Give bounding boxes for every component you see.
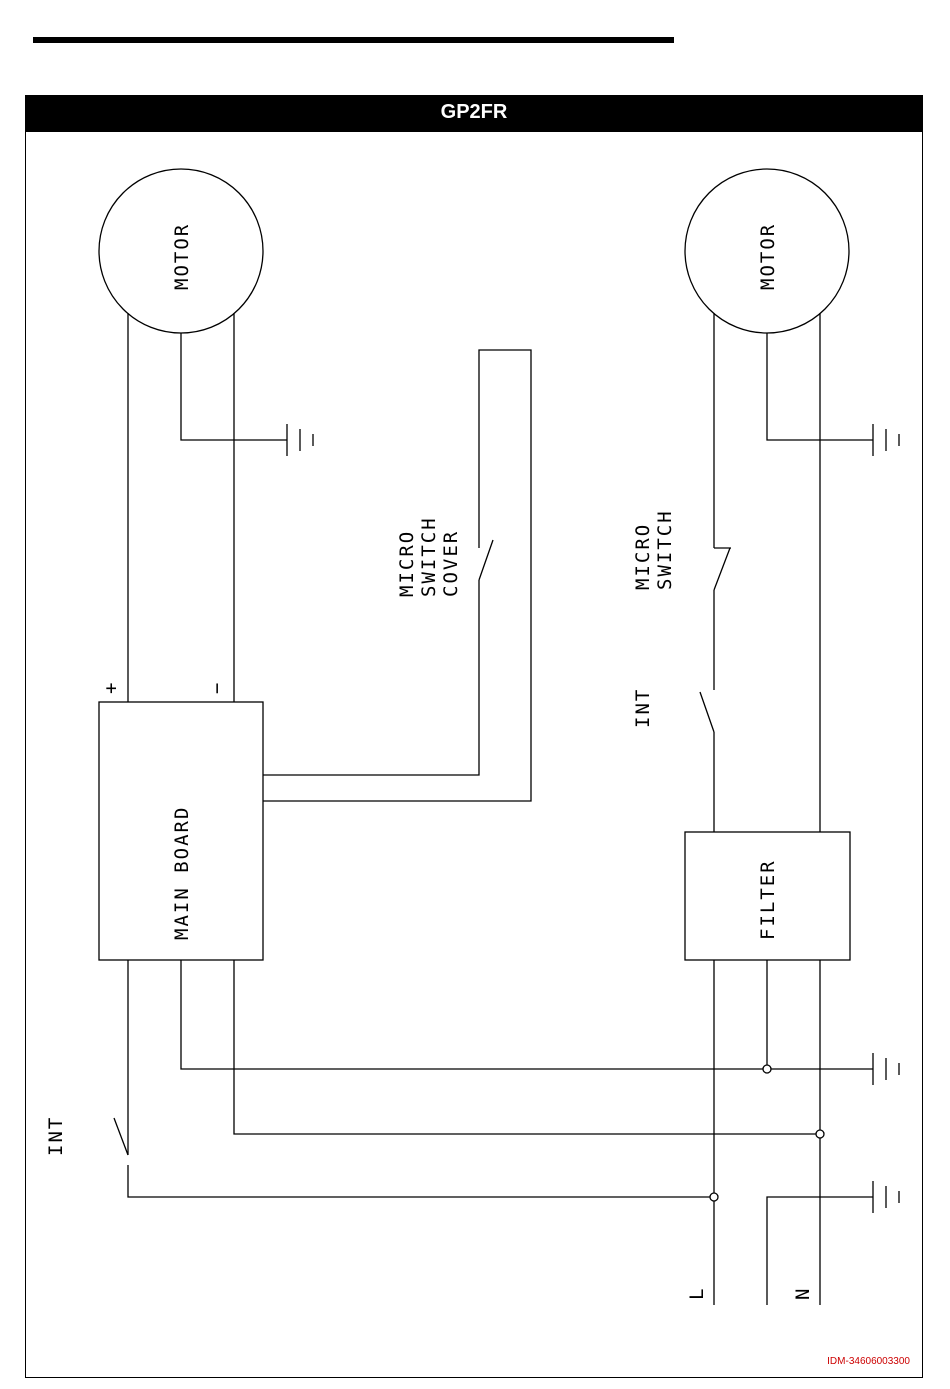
int-right-label: INT <box>632 688 654 728</box>
main-board-label: MAIN BOARD <box>171 806 193 940</box>
ground-symbol-2 <box>873 424 899 456</box>
micro-switch-label-2: SWITCH <box>654 509 676 590</box>
junction-dot <box>816 1130 824 1138</box>
junction-dot <box>763 1065 771 1073</box>
motor-right-label: MOTOR <box>757 223 779 290</box>
minus-label: − <box>206 681 228 694</box>
cover-switch-contact <box>479 540 493 580</box>
line-L-label: L <box>686 1287 708 1300</box>
line-N-label: N <box>792 1287 814 1300</box>
micro-switch-cover-label-3: COVER <box>440 530 462 597</box>
ground-symbol-1 <box>287 424 313 456</box>
micro-switch-contact <box>714 548 730 590</box>
int-right-contact <box>700 692 714 732</box>
junction-dot <box>710 1193 718 1201</box>
plus-label: + <box>100 681 122 694</box>
mainboard-ground-wire <box>181 960 873 1069</box>
int-left-label: INT <box>45 1116 67 1156</box>
cover-switch-wire-a <box>263 580 479 775</box>
int-left-contact <box>114 1118 128 1155</box>
micro-switch-label-1: MICRO <box>632 523 654 590</box>
int-left-wire <box>128 1165 714 1197</box>
filter-label: FILTER <box>757 859 779 940</box>
ground-symbol-3 <box>873 1053 899 1085</box>
ground-symbol-4 <box>873 1181 899 1213</box>
mainboard-neutral-wire <box>234 960 820 1134</box>
motor-left-label: MOTOR <box>171 223 193 290</box>
micro-switch-cover-label-2: SWITCH <box>418 516 440 597</box>
micro-switch-cover-label-1: MICRO <box>396 530 418 597</box>
